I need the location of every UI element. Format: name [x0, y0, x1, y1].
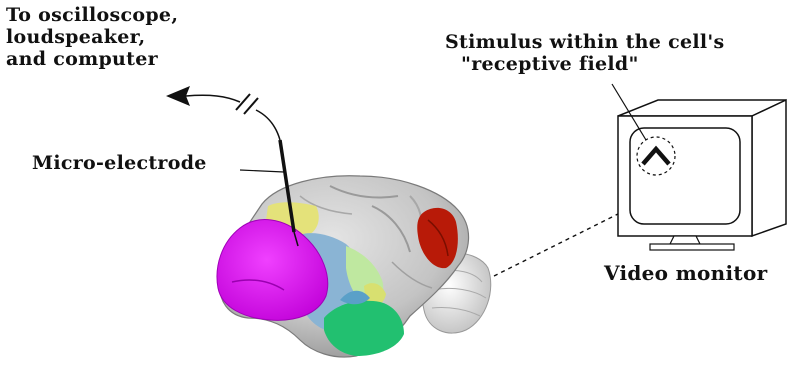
stimulus-leader [611, 83, 647, 141]
micro-electrode [239, 139, 299, 247]
stimulus-label: Stimulus within the cell's "receptive fi… [445, 31, 725, 75]
capacitor-icon [235, 93, 259, 115]
stimulus-label-line-1: Stimulus within the cell's [445, 31, 725, 53]
region-magenta [216, 219, 329, 321]
electrode-label: Micro-electrode [32, 152, 207, 174]
arrowhead-icon [166, 86, 190, 106]
region-red [417, 207, 458, 269]
chevron-stimulus-icon [641, 145, 671, 166]
recording-wire [185, 94, 281, 141]
output-label: To oscilloscope, loudspeaker, and comput… [6, 4, 178, 70]
receptive-field [636, 136, 676, 176]
output-label-line-2: loudspeaker, [6, 26, 146, 48]
stimulus-label-line-2: "receptive field" [461, 53, 639, 75]
monitor-label: Video monitor [604, 261, 768, 285]
region-green [324, 290, 404, 356]
video-monitor [617, 98, 787, 251]
output-label-line-3: and computer [6, 48, 158, 70]
output-label-line-1: To oscilloscope, [6, 4, 179, 26]
